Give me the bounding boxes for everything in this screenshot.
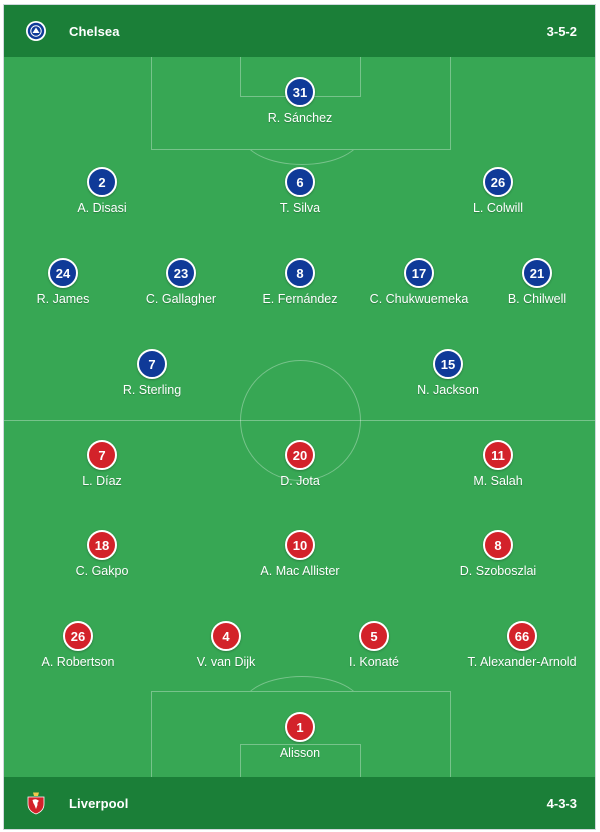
player-home[interactable]: 17 C. Chukwuemeka	[334, 258, 504, 306]
player-away[interactable]: 7 L. Díaz	[17, 440, 187, 488]
player-away[interactable]: 8 D. Szoboszlai	[413, 530, 583, 578]
player-away[interactable]: 5 I. Konaté	[289, 621, 459, 669]
player-away[interactable]: 20 D. Jota	[215, 440, 385, 488]
player-number-badge: 7	[137, 349, 167, 379]
player-name: M. Salah	[473, 474, 523, 488]
player-home[interactable]: 8 E. Fernández	[215, 258, 385, 306]
player-home[interactable]: 24 R. James	[4, 258, 148, 306]
player-number-badge: 66	[507, 621, 537, 651]
home-formation: 3-5-2	[546, 23, 577, 39]
player-home[interactable]: 26 L. Colwill	[413, 167, 583, 215]
player-number-badge: 8	[483, 530, 513, 560]
player-number-badge: 5	[359, 621, 389, 651]
liverpool-crest-icon	[24, 791, 48, 815]
home-team-name[interactable]: Chelsea	[69, 23, 120, 39]
player-number-badge: 8	[285, 258, 315, 288]
player-number-badge: 18	[87, 530, 117, 560]
player-number-badge: 26	[63, 621, 93, 651]
player-name: V. van Dijk	[196, 655, 256, 669]
player-name: A. Robertson	[41, 655, 115, 669]
player-name: L. Díaz	[82, 474, 122, 488]
player-name: A. Disasi	[77, 201, 127, 215]
player-away[interactable]: 26 A. Robertson	[4, 621, 163, 669]
player-name: D. Jota	[280, 474, 320, 488]
chelsea-crest-icon	[24, 19, 48, 43]
player-number-badge: 24	[48, 258, 78, 288]
away-team-name[interactable]: Liverpool	[69, 795, 129, 811]
player-away[interactable]: 11 M. Salah	[413, 440, 583, 488]
player-away[interactable]: 66 T. Alexander-Arnold	[437, 621, 595, 669]
top-penalty-box	[151, 57, 451, 150]
player-name: N. Jackson	[417, 383, 479, 397]
player-number-badge: 31	[285, 77, 315, 107]
lineup-card: Chelsea 3-5-2 31 R. Sánchez 2 A. Disasi …	[3, 4, 596, 830]
player-name: E. Fernández	[262, 292, 338, 306]
player-away[interactable]: 10 A. Mac Allister	[215, 530, 385, 578]
home-team-bar: Chelsea 3-5-2	[4, 5, 595, 57]
away-formation: 4-3-3	[546, 795, 577, 811]
player-name: C. Gakpo	[75, 564, 129, 578]
player-name: R. Sterling	[122, 383, 182, 397]
player-number-badge: 10	[285, 530, 315, 560]
player-home[interactable]: 7 R. Sterling	[67, 349, 237, 397]
player-name: R. James	[36, 292, 90, 306]
player-name: T. Alexander-Arnold	[467, 655, 577, 669]
player-away[interactable]: 18 C. Gakpo	[17, 530, 187, 578]
player-home[interactable]: 31 R. Sánchez	[215, 77, 385, 125]
player-name: R. Sánchez	[267, 111, 333, 125]
player-number-badge: 4	[211, 621, 241, 651]
player-name: C. Gallagher	[145, 292, 217, 306]
player-name: D. Szoboszlai	[459, 564, 537, 578]
player-number-badge: 20	[285, 440, 315, 470]
player-name: C. Chukwuemeka	[369, 292, 469, 306]
player-number-badge: 2	[87, 167, 117, 197]
player-name: I. Konaté	[348, 655, 400, 669]
player-number-badge: 6	[285, 167, 315, 197]
player-number-badge: 11	[483, 440, 513, 470]
player-number-badge: 7	[87, 440, 117, 470]
player-home[interactable]: 6 T. Silva	[215, 167, 385, 215]
player-home[interactable]: 23 C. Gallagher	[96, 258, 266, 306]
player-name: A. Mac Allister	[260, 564, 340, 578]
player-name: L. Colwill	[472, 201, 523, 215]
player-number-badge: 26	[483, 167, 513, 197]
player-home[interactable]: 15 N. Jackson	[363, 349, 533, 397]
center-circle	[240, 360, 361, 481]
player-name: Alisson	[279, 746, 321, 760]
player-number-badge: 23	[166, 258, 196, 288]
player-home[interactable]: 21 B. Chilwell	[452, 258, 595, 306]
player-number-badge: 21	[522, 258, 552, 288]
bottom-penalty-box	[151, 691, 451, 784]
player-number-badge: 1	[285, 712, 315, 742]
player-number-badge: 15	[433, 349, 463, 379]
player-home[interactable]: 2 A. Disasi	[17, 167, 187, 215]
away-team-bar: Liverpool 4-3-3	[4, 777, 595, 829]
player-away[interactable]: 4 V. van Dijk	[141, 621, 311, 669]
player-away[interactable]: 1 Alisson	[215, 712, 385, 760]
player-number-badge: 17	[404, 258, 434, 288]
player-name: T. Silva	[279, 201, 321, 215]
player-name: B. Chilwell	[507, 292, 567, 306]
bottom-goal-box	[240, 744, 361, 784]
